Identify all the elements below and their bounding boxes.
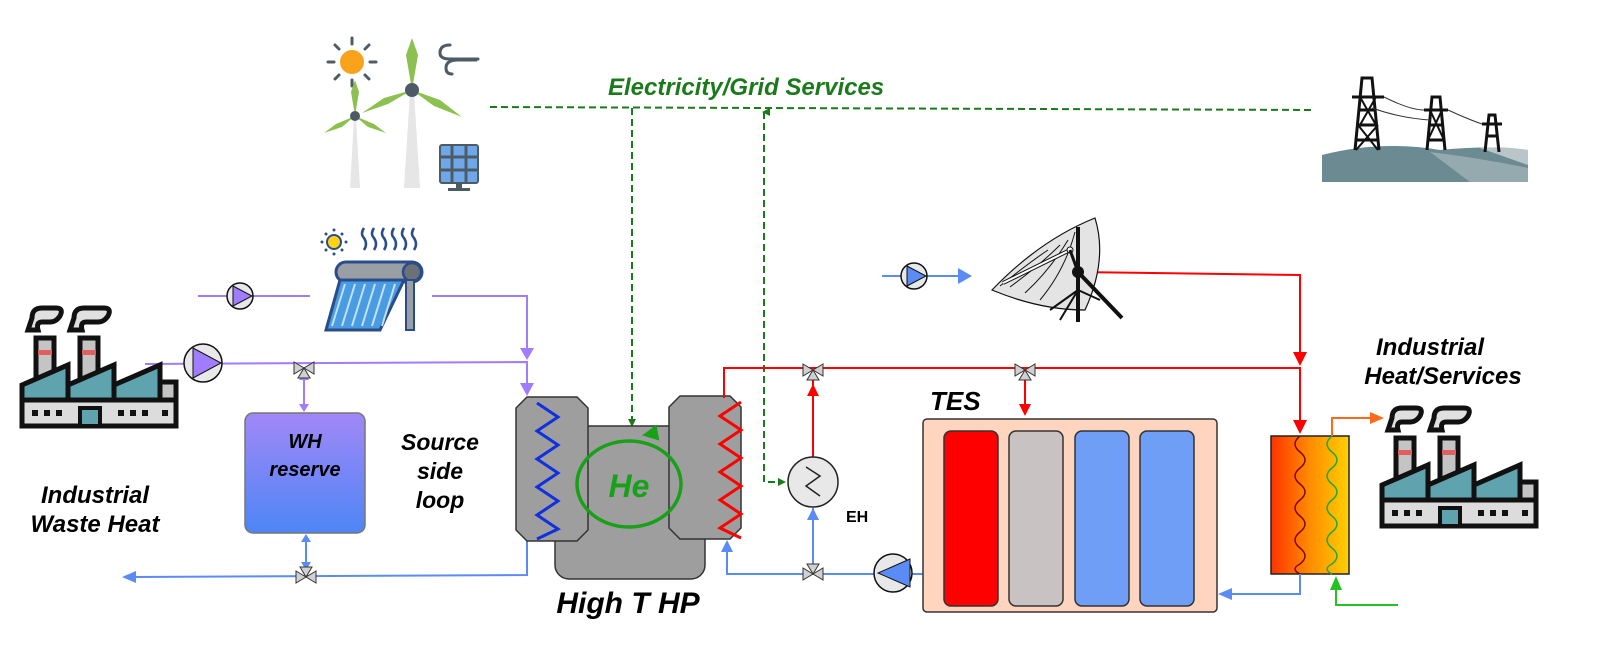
hx-return-to-tes-pipe — [1218, 574, 1301, 600]
wind-turbine-small — [324, 80, 386, 188]
svg-text:Waste Heat: Waste Heat — [31, 511, 161, 538]
electric-heater — [787, 456, 839, 508]
transmission-towers-icon — [1322, 76, 1528, 182]
heat-pump-label: High T HP — [556, 587, 700, 620]
electric-heater-label: EH — [846, 509, 868, 526]
wind-turbine-large — [362, 38, 462, 188]
grid-line-main — [489, 106, 1316, 111]
solar-panel-icon — [439, 144, 479, 191]
process-inlet-pipe — [1330, 576, 1398, 606]
cold-return-left-arrows — [122, 534, 311, 583]
valve-eh-bypass — [802, 563, 824, 581]
helium-cycle-arrow — [642, 424, 660, 441]
svg-text:loop: loop — [416, 487, 465, 513]
valve-tes-inlet — [1014, 363, 1036, 381]
hp-condenser — [668, 395, 742, 540]
industrial-waste-heat-factory-icon — [22, 308, 176, 426]
wh-reserve-label-1: WH — [288, 431, 322, 453]
electricity-to-electric-heater — [763, 112, 786, 486]
solar-dish-pump-line — [882, 262, 972, 290]
wh-reserve-tank: WH reserve — [244, 412, 366, 534]
industrial-heat-services-label: Industrial Heat/Services — [1364, 334, 1521, 390]
solar-water-heater-icon — [320, 227, 424, 332]
tes-tank-cold-2 — [1139, 430, 1195, 607]
cold-return-left-pipe — [133, 540, 528, 578]
valve-source-loop — [293, 361, 315, 379]
source-loop-arrows — [299, 348, 534, 412]
tes-tank-medium — [1008, 430, 1064, 607]
electricity-grid-title: Electricity/Grid Services — [608, 74, 884, 101]
sun-icon — [326, 36, 378, 88]
cold-return-hp-arrows — [721, 508, 819, 552]
source-side-loop-label: Source side loop — [401, 429, 479, 513]
process-heat-exchanger — [1270, 435, 1350, 575]
tes-label: TES — [930, 386, 981, 416]
tes-tank-hot — [943, 430, 999, 607]
process-outlet-pipe — [1331, 412, 1384, 436]
electricity-network — [489, 106, 1316, 486]
hot-supply-arrows — [807, 352, 1307, 434]
svg-text:side: side — [417, 458, 463, 484]
svg-text:Industrial: Industrial — [41, 482, 150, 509]
svg-text:Heat/Services: Heat/Services — [1364, 363, 1521, 390]
tes-tank-cold-1 — [1074, 430, 1130, 607]
evaporator-coil — [534, 401, 562, 541]
industrial-heat-factory-icon — [1382, 408, 1536, 526]
valve-hp-outlet — [802, 363, 824, 381]
svg-text:Industrial: Industrial — [1376, 334, 1485, 361]
thermal-energy-storage — [922, 418, 1218, 613]
wh-reserve-label-2: reserve — [269, 459, 340, 481]
parabolic-solar-dish-icon — [990, 217, 1124, 322]
condenser-coil — [716, 400, 744, 540]
wind-icon — [438, 43, 480, 76]
renewables-icon — [324, 36, 480, 191]
pump-source-small — [226, 282, 254, 310]
valve-waste-heat-return — [295, 566, 317, 584]
svg-text:Source: Source — [401, 429, 479, 455]
pump-tes-discharge — [873, 553, 913, 593]
high-temperature-heat-pump: He — [515, 395, 744, 580]
source-loop-pipes — [144, 295, 528, 410]
pump-source-large — [183, 343, 223, 383]
helium-label: He — [609, 468, 650, 504]
industrial-waste-heat-label: Industrial Waste Heat — [31, 482, 161, 538]
helium-cycle-loop — [575, 439, 683, 529]
